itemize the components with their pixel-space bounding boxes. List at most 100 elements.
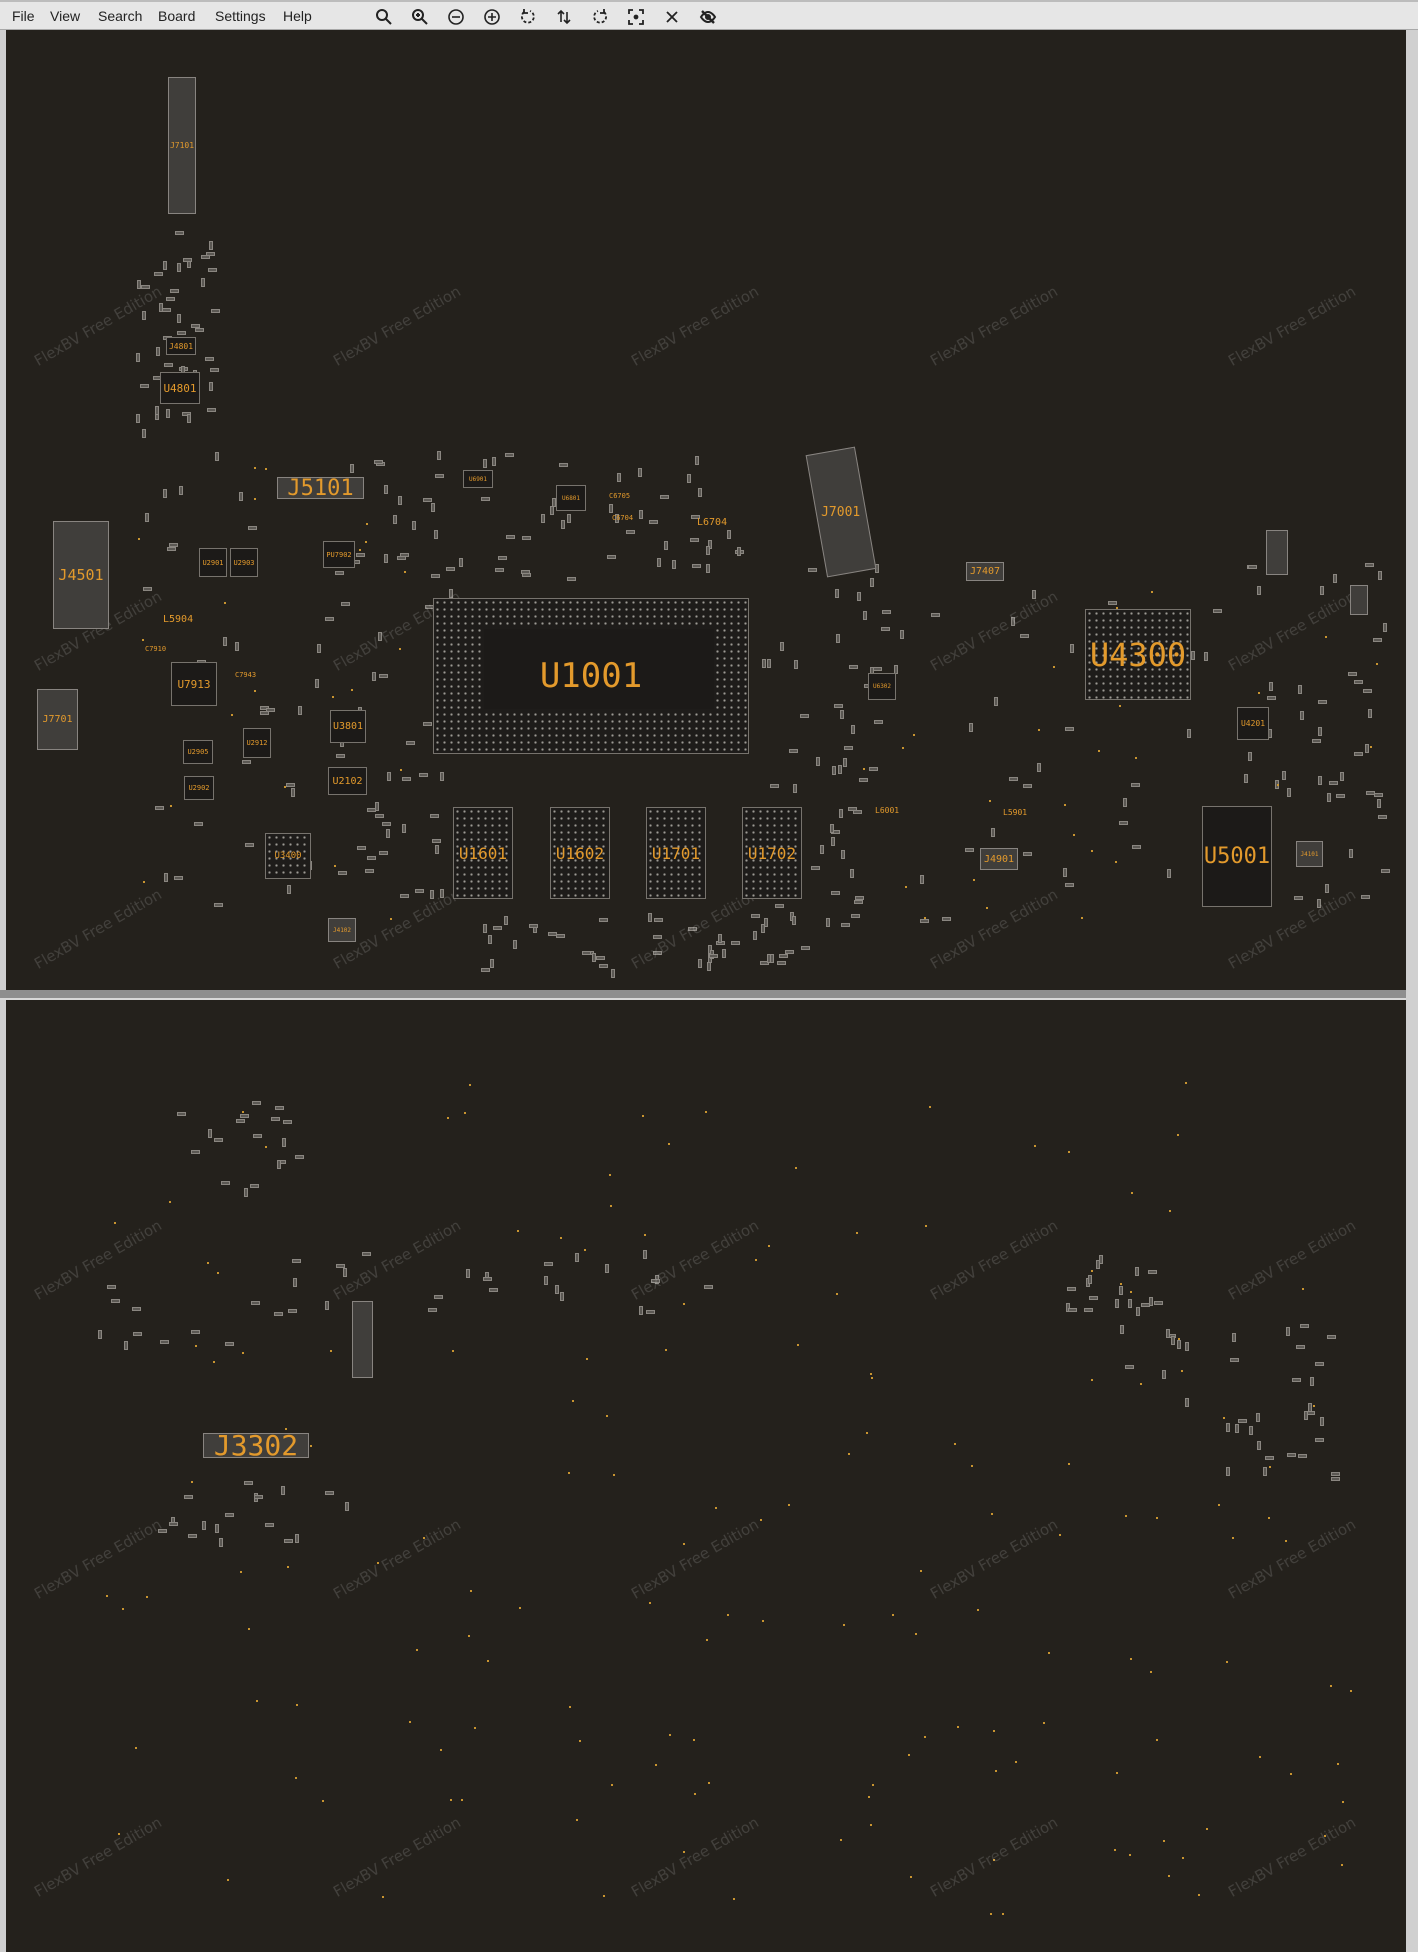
chip-U2903[interactable]: U2903 bbox=[230, 548, 258, 577]
menu-board[interactable]: Board bbox=[158, 8, 196, 24]
smd-component bbox=[423, 722, 433, 727]
smd-component bbox=[214, 451, 219, 461]
ref-label: J3302 bbox=[213, 1429, 299, 1462]
connector-J7001[interactable]: J7001 bbox=[805, 446, 877, 578]
menu-search[interactable]: Search bbox=[98, 8, 143, 24]
smd-component bbox=[176, 314, 181, 324]
panel-splitter[interactable] bbox=[0, 990, 1418, 1000]
chip-U5001[interactable]: U5001 bbox=[1202, 806, 1272, 907]
smd-component bbox=[1326, 793, 1331, 803]
zoom-fit-icon[interactable] bbox=[373, 6, 395, 28]
hide-icon[interactable] bbox=[697, 6, 719, 28]
test-point bbox=[1067, 1462, 1070, 1465]
test-point bbox=[207, 1261, 210, 1264]
smd-component bbox=[1378, 815, 1388, 820]
test-point bbox=[707, 1782, 710, 1785]
smd-component bbox=[386, 828, 391, 838]
chip-PU7902[interactable]: PU7902 bbox=[323, 541, 355, 568]
smd-component bbox=[239, 1114, 249, 1119]
smd-component bbox=[140, 383, 150, 388]
smd-component bbox=[830, 837, 835, 847]
connector[interactable] bbox=[352, 1301, 373, 1378]
ref-label: U2901 bbox=[202, 558, 224, 567]
rotate-ccw-icon[interactable] bbox=[517, 6, 539, 28]
chip-U3400[interactable]: U3400 bbox=[265, 833, 311, 879]
center-icon[interactable] bbox=[625, 6, 647, 28]
board-view-top[interactable]: J7101 J4801 U4801 J5101 J4501 J7701 U791… bbox=[6, 30, 1406, 990]
smd-component bbox=[993, 697, 998, 707]
flip-icon[interactable] bbox=[553, 6, 575, 28]
smd-component bbox=[541, 514, 546, 524]
chip-U6901[interactable]: U6901 bbox=[463, 470, 493, 488]
smd-component bbox=[259, 711, 269, 716]
connector-J4101[interactable]: J4101 bbox=[1296, 841, 1323, 867]
smd-component bbox=[383, 554, 388, 564]
test-point bbox=[399, 768, 402, 771]
smd-component bbox=[439, 771, 444, 781]
chip-U2901[interactable]: U2901 bbox=[199, 548, 227, 577]
menu-view[interactable]: View bbox=[50, 8, 81, 24]
smd-component bbox=[200, 254, 210, 259]
smd-component bbox=[1296, 1345, 1306, 1350]
menu-settings[interactable]: Settings bbox=[215, 8, 266, 24]
test-point bbox=[990, 1513, 993, 1516]
watermark: FlexBV Free Edition bbox=[31, 1515, 165, 1603]
vertical-scrollbar[interactable] bbox=[1406, 30, 1418, 1952]
zoom-out-icon[interactable] bbox=[445, 6, 467, 28]
test-point bbox=[121, 1608, 124, 1611]
chip-U2902[interactable]: U2902 bbox=[184, 776, 214, 800]
connector-J4501[interactable]: J4501 bbox=[53, 521, 109, 629]
connector-J5101[interactable]: J5101 bbox=[277, 475, 364, 501]
watermark: FlexBV Free Edition bbox=[31, 885, 165, 973]
smd-component bbox=[1184, 1341, 1189, 1351]
smd-component bbox=[543, 1262, 553, 1267]
smd-component bbox=[778, 953, 788, 958]
connector-J4901[interactable]: J4901 bbox=[980, 848, 1018, 870]
board-view-bottom[interactable]: J3302 FlexBV Free Edition FlexBV Free Ed… bbox=[6, 1000, 1406, 1952]
rotate-cw-icon[interactable] bbox=[589, 6, 611, 28]
menu-help[interactable]: Help bbox=[283, 8, 312, 24]
test-point bbox=[223, 601, 226, 604]
smd-component bbox=[142, 587, 152, 592]
cpu-U1001[interactable]: U1001 bbox=[433, 598, 749, 754]
memory-U1602[interactable]: U1602 bbox=[550, 807, 610, 899]
connector-J4102[interactable]: J4102 bbox=[328, 918, 356, 942]
zoom-in-icon[interactable] bbox=[409, 6, 431, 28]
connector[interactable] bbox=[1350, 585, 1368, 615]
test-point bbox=[256, 1699, 259, 1702]
smd-component bbox=[656, 558, 661, 568]
test-point bbox=[329, 1349, 332, 1352]
test-point bbox=[956, 1725, 959, 1728]
smd-component bbox=[555, 933, 565, 938]
chip-U7913[interactable]: U7913 bbox=[171, 662, 217, 706]
chip-U2102[interactable]: U2102 bbox=[328, 767, 367, 795]
smd-component bbox=[559, 1292, 564, 1302]
connector-J7407[interactable]: J7407 bbox=[966, 562, 1004, 581]
chip-U6801[interactable]: U6801 bbox=[556, 485, 586, 511]
chip-U4201[interactable]: U4201 bbox=[1237, 707, 1269, 740]
memory-U1702[interactable]: U1702 bbox=[742, 807, 802, 899]
chip-U2912[interactable]: U2912 bbox=[243, 728, 271, 758]
ref-label: J5101 bbox=[287, 475, 354, 501]
test-point bbox=[788, 1504, 791, 1507]
chip-U6302[interactable]: U6302 bbox=[868, 673, 896, 700]
chip-U4801[interactable]: U4801 bbox=[160, 372, 200, 404]
memory-U1601[interactable]: U1601 bbox=[453, 807, 513, 899]
smd-component bbox=[794, 660, 799, 670]
test-point bbox=[668, 1734, 671, 1737]
close-icon[interactable] bbox=[661, 6, 683, 28]
chip-U3801[interactable]: U3801 bbox=[330, 710, 366, 743]
connector-J3302[interactable]: J3302 bbox=[203, 1429, 309, 1462]
memory-U1701[interactable]: U1701 bbox=[646, 807, 706, 899]
connector-J4801[interactable]: J4801 bbox=[166, 337, 196, 355]
connector[interactable] bbox=[1266, 530, 1288, 575]
connector-J7101[interactable]: J7101 bbox=[168, 77, 196, 214]
test-point bbox=[1135, 757, 1138, 760]
zoom-in-circle-icon[interactable] bbox=[481, 6, 503, 28]
smd-component bbox=[1124, 1365, 1134, 1370]
chip-U2905[interactable]: U2905 bbox=[183, 740, 213, 764]
smd-component bbox=[708, 540, 713, 550]
chip-U4300[interactable]: U4300 bbox=[1085, 609, 1191, 700]
connector-J7701[interactable]: J7701 bbox=[37, 689, 78, 750]
menu-file[interactable]: File bbox=[12, 8, 35, 24]
